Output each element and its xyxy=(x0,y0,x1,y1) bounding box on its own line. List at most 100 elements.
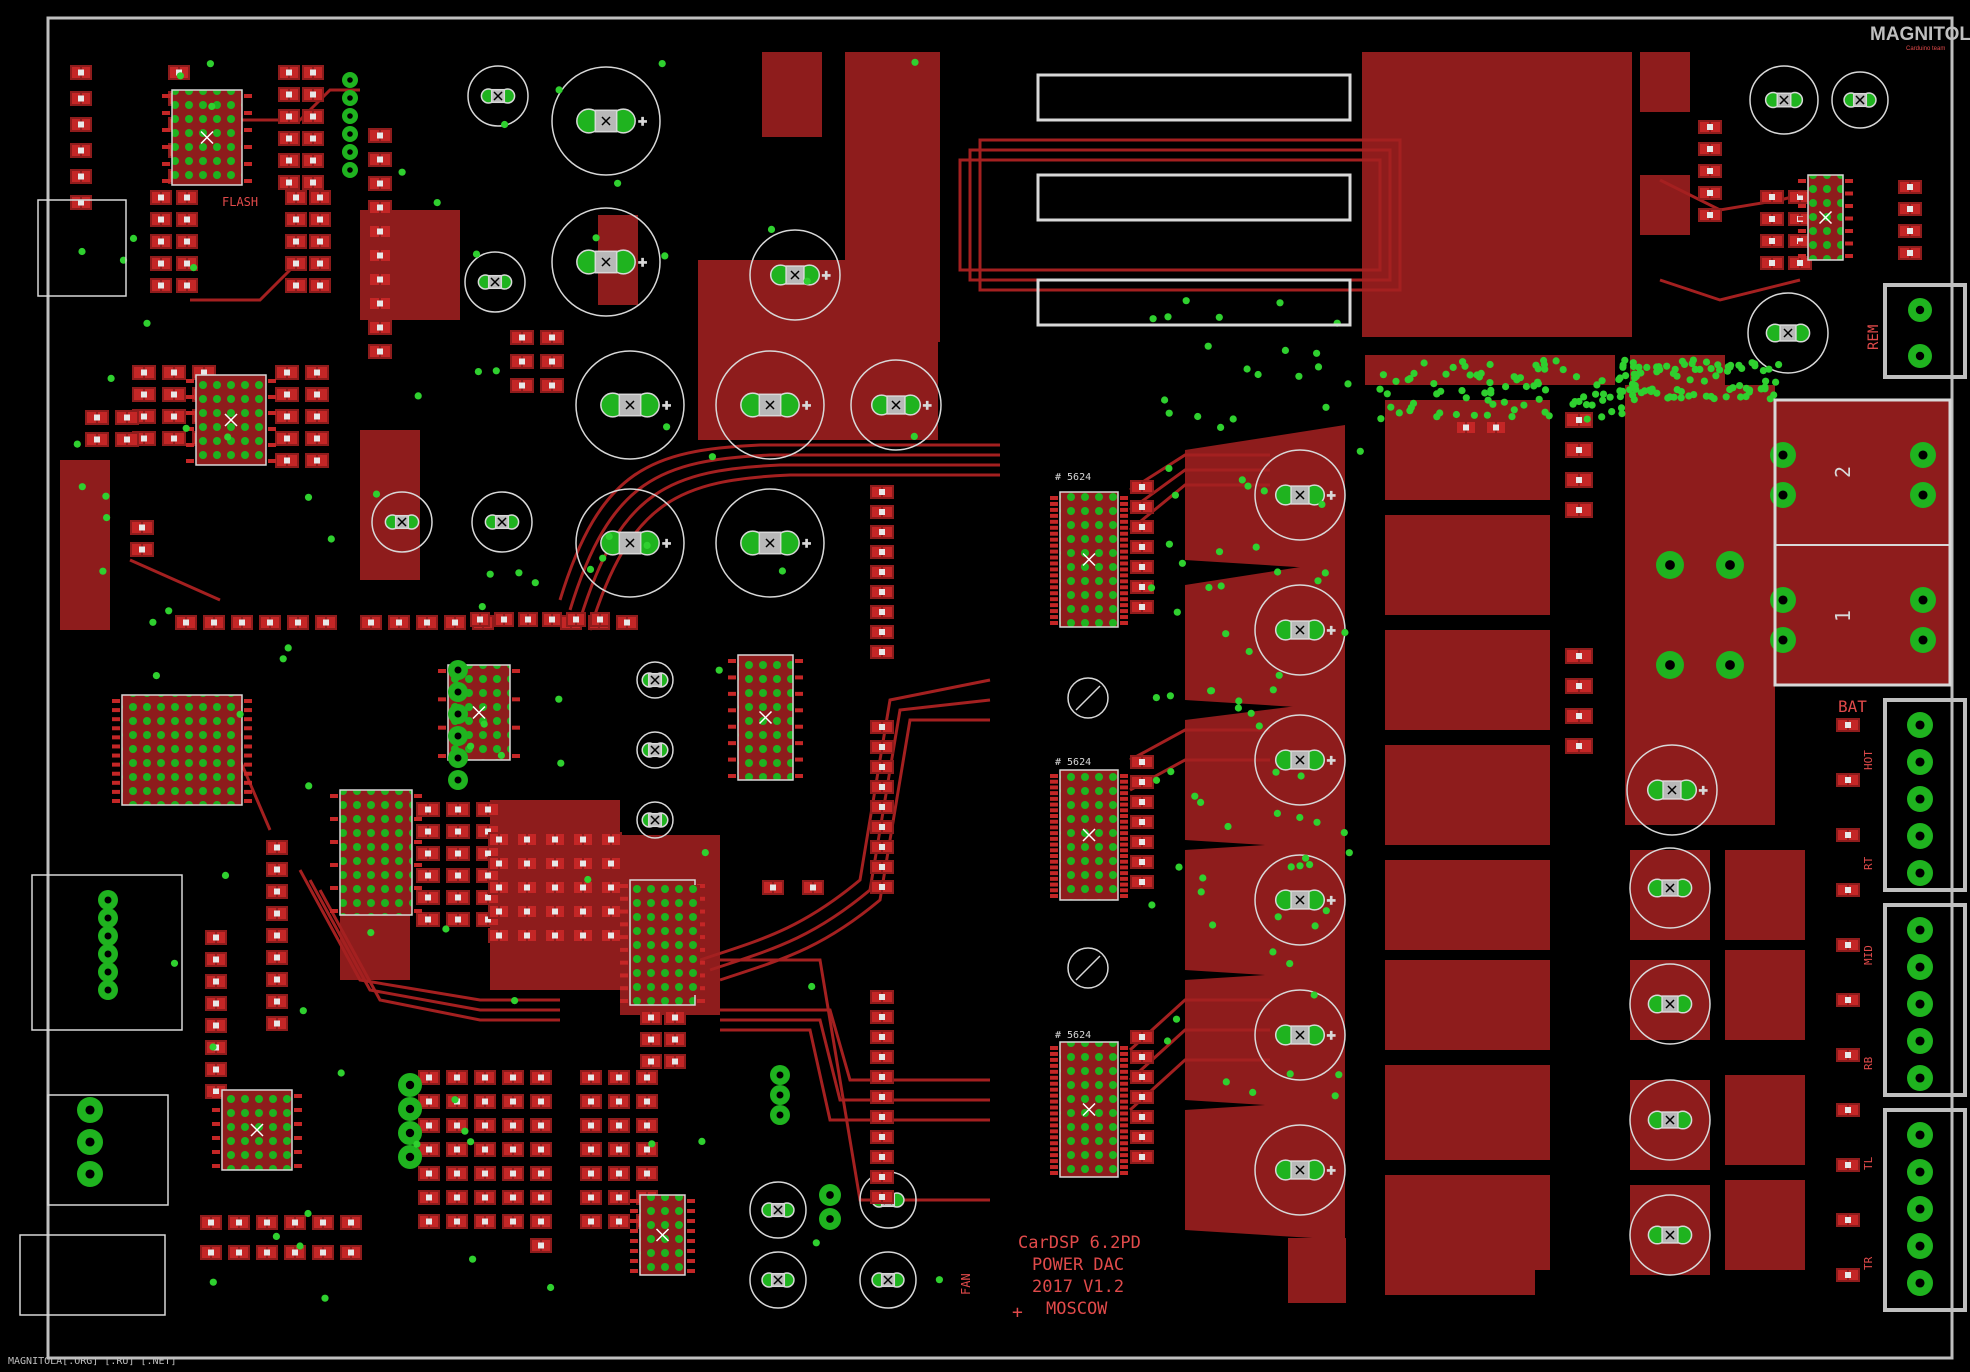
smd-resistor xyxy=(474,1118,496,1133)
ic-package xyxy=(186,374,276,466)
smd-resistor xyxy=(502,1094,524,1109)
svg-text:+: + xyxy=(638,255,646,271)
smd-resistor xyxy=(502,1142,524,1157)
smd-resistor xyxy=(176,190,198,205)
smd-resistor xyxy=(275,453,299,468)
smd-resistor xyxy=(530,1190,552,1205)
smd-resistor xyxy=(256,1215,278,1230)
smd-resistor xyxy=(580,1094,602,1109)
smd-resistor xyxy=(870,1070,894,1084)
left-edge-connectors xyxy=(19,199,183,1316)
smd-resistor xyxy=(266,994,288,1009)
board-outline xyxy=(46,16,1954,1360)
logo-text: MAGNITOLA xyxy=(1870,24,1970,45)
smd-resistor xyxy=(516,928,538,943)
smd-resistor xyxy=(1760,234,1784,248)
smd-resistor xyxy=(516,904,538,919)
smd-resistor xyxy=(278,65,300,80)
smd-resistor xyxy=(368,152,392,167)
smd-resistor xyxy=(1130,815,1154,829)
smd-resistor xyxy=(608,1190,630,1205)
smd-resistor xyxy=(132,387,156,402)
smd-resistor xyxy=(266,950,288,965)
smd-resistor xyxy=(416,890,440,905)
smd-resistor xyxy=(1898,180,1922,194)
smd-resistor xyxy=(416,615,438,630)
capacitor: + xyxy=(1254,1124,1346,1216)
smd-resistor xyxy=(544,904,566,919)
right-edge-connectors xyxy=(1883,283,1967,1312)
smd-resistor xyxy=(1130,875,1154,889)
power-terminal-block: 2 1 xyxy=(1773,398,1952,687)
smd-resistor xyxy=(368,272,392,287)
smd-resistor xyxy=(608,1166,630,1181)
title-line-3: 2017 V1.2 xyxy=(1032,1277,1124,1297)
ic3-label: # 5624 xyxy=(1055,1030,1091,1041)
svg-text:+: + xyxy=(1327,753,1335,769)
smd-resistor xyxy=(502,1214,524,1229)
smd-resistor xyxy=(516,880,538,895)
pin-header xyxy=(1908,298,1932,368)
svg-text:+: + xyxy=(638,114,646,130)
smd-resistor xyxy=(1130,540,1154,554)
smd-resistor xyxy=(1130,1050,1154,1064)
smd-resistor xyxy=(70,91,92,106)
smd-resistor xyxy=(870,740,894,754)
smd-resistor xyxy=(278,109,300,124)
smd-resistor xyxy=(1836,1158,1860,1172)
smd-resistor xyxy=(256,1245,278,1260)
smd-resistor xyxy=(1898,224,1922,238)
smd-resistor xyxy=(540,354,564,369)
rem-label: REM xyxy=(1866,325,1882,350)
smd-resistor xyxy=(176,234,198,249)
ic2-label: # 5624 xyxy=(1055,757,1091,768)
smd-resistor xyxy=(70,117,92,132)
smd-resistor xyxy=(275,431,299,446)
smd-resistor xyxy=(162,431,186,446)
smd-resistor xyxy=(1836,1048,1860,1062)
smd-resistor xyxy=(502,1190,524,1205)
smd-resistor xyxy=(600,904,622,919)
smd-resistor xyxy=(1485,420,1507,435)
smd-resistor xyxy=(1565,738,1593,754)
capacitor: + xyxy=(575,488,685,598)
smd-resistor xyxy=(664,1010,686,1025)
smd-resistor xyxy=(540,330,564,345)
smd-resistor xyxy=(266,906,288,921)
capacitor: + xyxy=(715,350,825,460)
smd-resistor xyxy=(870,565,894,579)
smd-resistor xyxy=(278,153,300,168)
mounting-hole-icon xyxy=(1067,677,1109,989)
right-label-6: TR xyxy=(1862,1256,1875,1270)
svg-text:+: + xyxy=(822,268,830,284)
capacitor: + xyxy=(1254,854,1346,946)
right-output-labels: HOT RT MID RB TL TR xyxy=(1862,750,1875,1270)
smd-resistor xyxy=(1130,1070,1154,1084)
right-label-2: RT xyxy=(1862,856,1875,870)
smd-resistor xyxy=(1760,190,1784,204)
smd-resistor xyxy=(130,542,154,557)
pin-header xyxy=(398,1073,422,1169)
smd-resistor xyxy=(205,930,227,945)
pin-header xyxy=(1910,442,1936,508)
smd-resistor xyxy=(870,1150,894,1164)
pin-header xyxy=(770,1065,790,1125)
smd-resistor xyxy=(488,928,510,943)
board-title-block: CarDSP 6.2PD POWER DAC 2017 V1.2 MOSCOW … xyxy=(1012,1233,1141,1323)
smd-resistor xyxy=(474,1214,496,1229)
smd-resistor xyxy=(446,890,470,905)
pad-array xyxy=(345,795,407,910)
capacitor xyxy=(749,1251,807,1309)
smd-resistor xyxy=(418,1166,440,1181)
smd-resistor xyxy=(266,972,288,987)
smd-resistor xyxy=(205,952,227,967)
smd-resistor xyxy=(1565,472,1593,488)
smd-resistor xyxy=(1130,775,1154,789)
smd-resistor xyxy=(266,928,288,943)
smd-resistor xyxy=(302,175,324,190)
smd-resistor xyxy=(1130,1150,1154,1164)
smd-resistor xyxy=(502,1118,524,1133)
smd-resistor xyxy=(446,1166,468,1181)
via-field xyxy=(73,58,1783,1302)
